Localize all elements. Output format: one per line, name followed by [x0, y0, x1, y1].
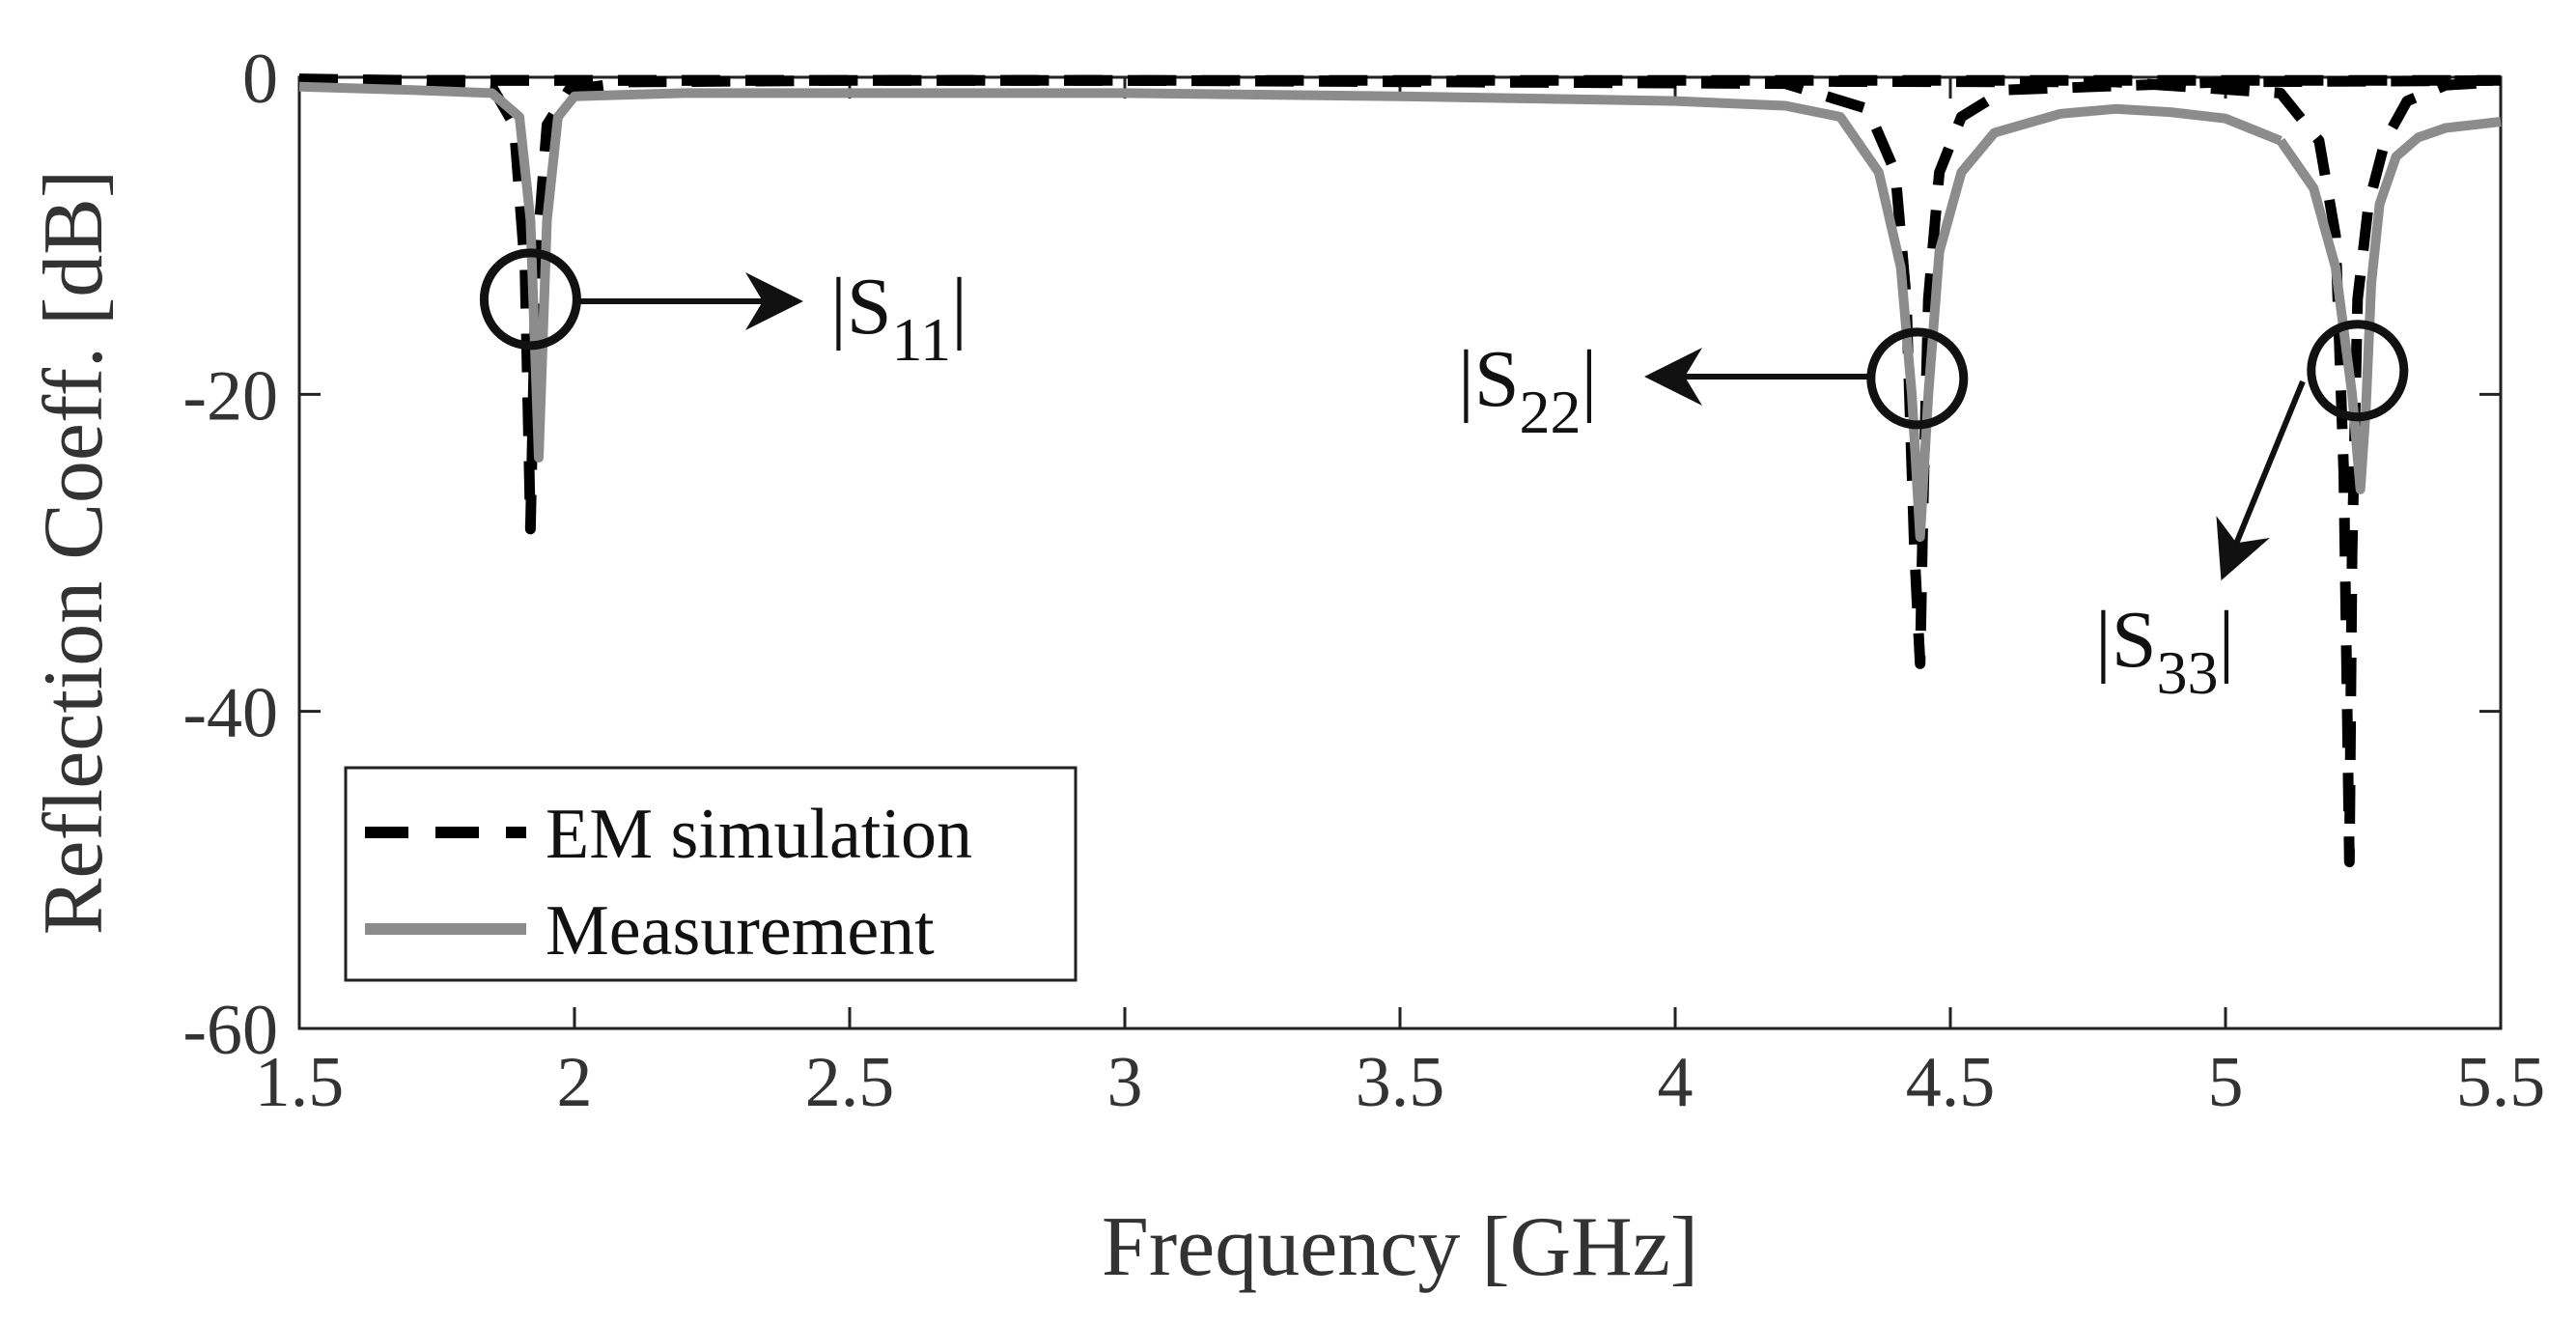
y-tick-label: 0	[242, 40, 278, 119]
annotation-label: |S11|	[830, 262, 967, 374]
x-tick-label: 2.5	[805, 1043, 895, 1122]
annotation-label-subscript: 11	[892, 305, 952, 374]
annotation-label-tail: |	[951, 262, 967, 352]
x-tick-label: 4	[1658, 1043, 1694, 1122]
annotation-label-main: |S	[830, 262, 892, 352]
y-tick-label: -60	[182, 991, 278, 1070]
annotations: |S11||S22||S33|	[479, 248, 2409, 707]
y-tick-label: -40	[182, 674, 278, 753]
series-line-measurement	[298, 81, 1676, 463]
y-tick-label: -20	[182, 356, 278, 436]
annotation-circle	[479, 248, 581, 351]
y-axis-label: Reflection Coeff. [dB]	[27, 170, 121, 936]
annotation-label: |S22|	[1458, 334, 1597, 446]
series-line-em-simulation	[299, 74, 2502, 868]
annotation-label-tail: |	[2219, 595, 2235, 685]
x-axis-label: Frequency [GHz]	[1102, 1200, 1698, 1294]
annotation-arrow	[2216, 380, 2306, 581]
x-tick-label: 1.5	[255, 1043, 345, 1122]
x-tick-label: 5	[2208, 1043, 2244, 1122]
annotation-label-main: |S	[2095, 595, 2157, 685]
legend-box	[344, 766, 1078, 982]
series-line-measurement	[2276, 117, 2502, 494]
axis-ticks: 1.5 2 2.5 3 3.5 4 4.5 5 5.5 0 -20 -40 -60	[182, 40, 2545, 1122]
series-line-em-simulation	[298, 73, 2501, 535]
annotation-label-subscript: 22	[1520, 378, 1582, 446]
x-tick-label: 3.5	[1356, 1043, 1445, 1122]
annotation-label: |S33|	[2095, 595, 2234, 707]
legend: EM simulation Measurement	[344, 766, 1078, 982]
x-tick-label: 3	[1107, 1043, 1143, 1122]
annotation-label-main: |S	[1458, 334, 1520, 424]
x-tick-label: 2	[557, 1043, 593, 1122]
annotation-label-subscript: 33	[2157, 638, 2219, 707]
x-tick-label: 4.5	[1906, 1043, 1996, 1122]
legend-label-measurement: Measurement	[546, 891, 935, 971]
legend-label-em: EM simulation	[546, 795, 972, 874]
x-tick-label: 5.5	[2456, 1043, 2546, 1122]
annotation-label-tail: |	[1582, 334, 1598, 424]
annotation-circle	[2307, 320, 2409, 422]
data-curves	[298, 73, 2502, 868]
series-line-em-simulation	[299, 74, 2502, 669]
series-line-measurement	[1674, 96, 2282, 543]
